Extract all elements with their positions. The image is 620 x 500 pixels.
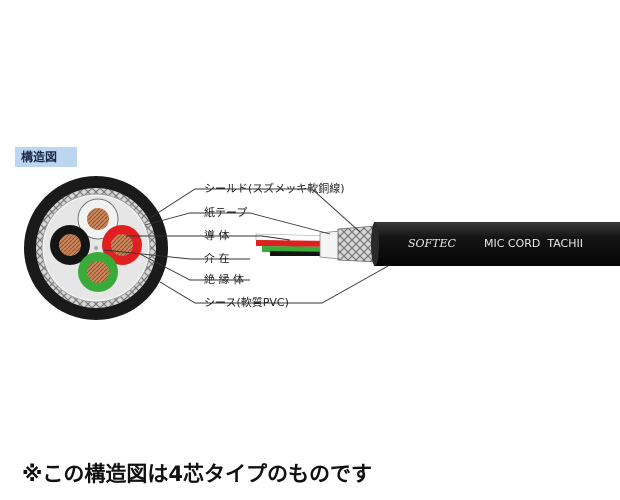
core-red <box>102 225 142 265</box>
cable-side-view <box>255 222 620 266</box>
leader-paper-tape <box>144 212 331 235</box>
cable-print-product: MIC CORD TACHII <box>484 237 583 250</box>
core-white <box>77 198 119 240</box>
wire-red <box>256 240 335 247</box>
sheath-cut-end <box>371 222 379 266</box>
label-paper-tape: 紙テープ <box>204 206 248 219</box>
core-black <box>50 225 90 265</box>
cross-section <box>24 176 168 320</box>
paper-tape-section <box>319 230 341 260</box>
cable-sheath <box>374 222 620 266</box>
label-conductor: 導 体 <box>204 229 230 242</box>
braid-shield-section <box>337 225 377 263</box>
diagram-badge: 構造図 <box>15 147 77 167</box>
leader-shield <box>149 188 361 233</box>
conductor-copper <box>59 234 81 256</box>
leader-sheath <box>159 265 389 304</box>
wire-black <box>270 251 335 256</box>
leader-lines <box>103 188 389 304</box>
conductor-copper <box>111 234 133 256</box>
caption-note: ※この構造図は4芯タイプのものです <box>22 462 373 486</box>
label-sheath: シース(軟質PVC) <box>204 296 289 309</box>
conductor-copper <box>87 208 109 230</box>
label-filler: 介 在 <box>204 252 230 265</box>
label-insulator: 絶 縁 体 <box>204 273 244 286</box>
label-shield: シールド(スズメッキ軟銅線) <box>204 182 345 195</box>
leader-insulator <box>139 253 250 281</box>
cable-print-brand: SOFTEC <box>408 237 456 250</box>
leader-filler <box>103 249 250 260</box>
core-green <box>78 252 118 292</box>
leader-conductor <box>126 235 291 241</box>
conductor-copper <box>87 261 109 283</box>
